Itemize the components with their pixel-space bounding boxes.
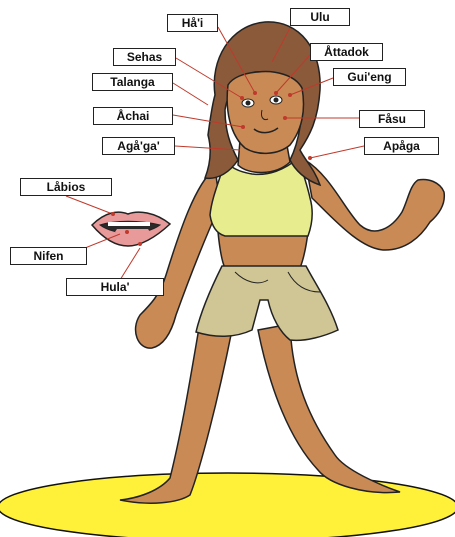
label-labios: Låbios: [20, 178, 112, 196]
label-hula: Hula': [66, 278, 164, 296]
label-agaga: Agå'ga': [102, 137, 175, 155]
label-attadok: Åttadok: [310, 43, 383, 61]
torso: [218, 232, 308, 268]
right-arm: [305, 160, 444, 250]
label-sehas: Sehas: [113, 48, 176, 66]
label-apaga: Apåga: [364, 137, 439, 155]
label-guieng: Gui'eng: [333, 68, 406, 86]
label-hai: Hå'i: [167, 14, 218, 32]
ground-shadow: [0, 473, 455, 537]
label-talanga: Talanga: [92, 73, 173, 91]
label-achai: Åchai: [93, 107, 173, 125]
label-fasu: Fåsu: [359, 110, 425, 128]
face: [227, 72, 303, 154]
label-ulu: Ulu: [290, 8, 350, 26]
label-nifen: Nifen: [10, 247, 87, 265]
